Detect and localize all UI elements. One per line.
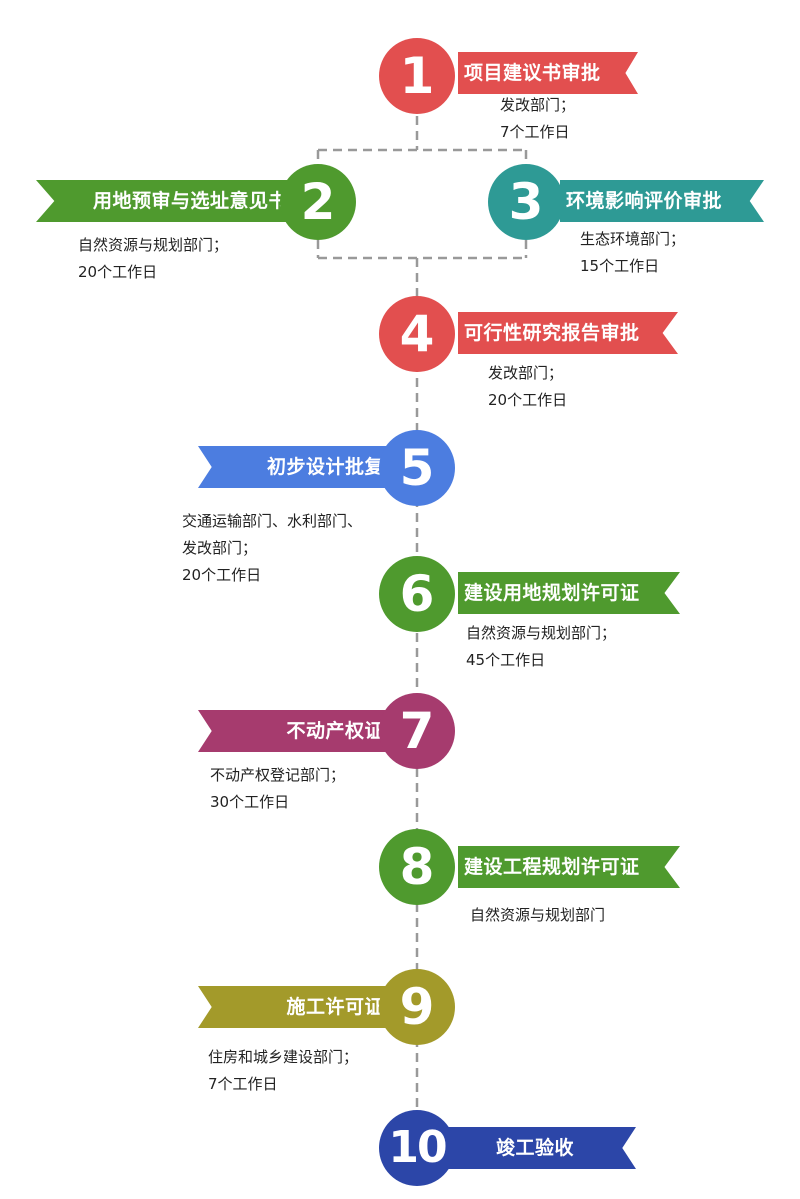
step-7-dept: 不动产权登记部门；: [210, 766, 346, 784]
step-9-description: 住房和城乡建设部门； 7个工作日: [208, 1044, 358, 1098]
step-9-time: 7个工作日: [208, 1075, 278, 1093]
step-3-title: 环境影响评价审批: [566, 190, 723, 212]
step-5-number: 5: [399, 439, 435, 497]
step-7-title: 不动产权证: [286, 720, 384, 742]
step-7-description: 不动产权登记部门； 30个工作日: [210, 762, 345, 816]
step-10-title-banner: 竣工验收: [440, 1127, 636, 1169]
step-10-number-badge: 10: [379, 1110, 455, 1186]
step-1-number: 1: [399, 47, 435, 105]
step-10-number: 10: [388, 1122, 447, 1173]
step-6-number: 6: [399, 565, 435, 623]
step-8-title-banner: 建设工程规划许可证: [458, 846, 680, 888]
step-4-dept: 发改部门；: [488, 364, 564, 382]
step-8-number: 8: [399, 838, 435, 896]
step-2-number: 2: [300, 173, 336, 231]
step-7-number-badge: 7: [379, 693, 455, 769]
step-7-time: 30个工作日: [210, 793, 290, 811]
step-6-number-badge: 6: [379, 556, 455, 632]
step-4-number-badge: 4: [379, 296, 455, 372]
step-5-time: 20个工作日: [182, 566, 262, 584]
step-8-number-badge: 8: [379, 829, 455, 905]
step-2-title: 用地预审与选址意见书: [92, 190, 288, 212]
step-6-dept: 自然资源与规划部门；: [466, 624, 617, 642]
step-4-description: 发改部门； 20个工作日: [488, 360, 567, 414]
step-2-description: 自然资源与规划部门； 20个工作日: [78, 232, 228, 286]
step-8-description: 自然资源与规划部门: [470, 902, 605, 929]
step-5-title-banner: 初步设计批复: [198, 446, 394, 488]
step-6-title-banner: 建设用地规划许可证: [458, 572, 680, 614]
step-1-dept: 发改部门；: [500, 96, 576, 114]
step-5-dept-2: 发改部门；: [182, 539, 258, 557]
step-9-dept: 住房和城乡建设部门；: [208, 1048, 359, 1066]
step-2-time: 20个工作日: [78, 263, 158, 281]
step-3-dept: 生态环境部门；: [580, 230, 686, 248]
step-7-title-banner: 不动产权证: [198, 710, 394, 752]
step-3-title-banner: 环境影响评价审批: [560, 180, 764, 222]
step-7-number: 7: [399, 702, 435, 760]
step-5-dept: 交通运输部门、水利部门、: [182, 512, 363, 530]
step-4-time: 20个工作日: [488, 391, 568, 409]
step-4-title-banner: 可行性研究报告审批: [458, 312, 678, 354]
step-1-time: 7个工作日: [500, 123, 570, 141]
step-3-time: 15个工作日: [580, 257, 660, 275]
step-8-dept: 自然资源与规划部门: [470, 906, 606, 924]
step-10-title: 竣工验收: [496, 1137, 575, 1159]
step-9-number: 9: [399, 978, 435, 1036]
step-1-number-badge: 1: [379, 38, 455, 114]
step-6-description: 自然资源与规划部门； 45个工作日: [466, 620, 616, 674]
step-8-title: 建设工程规划许可证: [464, 856, 640, 878]
step-9-title: 施工许可证: [286, 996, 384, 1018]
step-1-title-banner: 项目建议书审批: [458, 52, 638, 94]
step-6-title: 建设用地规划许可证: [464, 582, 640, 604]
step-9-title-banner: 施工许可证: [198, 986, 394, 1028]
step-5-description: 交通运输部门、水利部门、 发改部门； 20个工作日: [182, 508, 362, 589]
step-3-number: 3: [508, 173, 544, 231]
step-9-number-badge: 9: [379, 969, 455, 1045]
step-3-number-badge: 3: [488, 164, 564, 240]
step-1-title: 项目建议书审批: [464, 62, 601, 84]
step-1-description: 发改部门； 7个工作日: [500, 92, 575, 146]
step-4-number: 4: [399, 305, 435, 363]
step-3-description: 生态环境部门； 15个工作日: [580, 226, 685, 280]
step-2-title-banner: 用地预审与选址意见书: [36, 180, 298, 222]
step-5-number-badge: 5: [379, 430, 455, 506]
step-6-time: 45个工作日: [466, 651, 546, 669]
step-5-title: 初步设计批复: [266, 456, 384, 478]
step-2-dept: 自然资源与规划部门；: [78, 236, 229, 254]
step-4-title: 可行性研究报告审批: [464, 322, 640, 344]
step-2-number-badge: 2: [280, 164, 356, 240]
